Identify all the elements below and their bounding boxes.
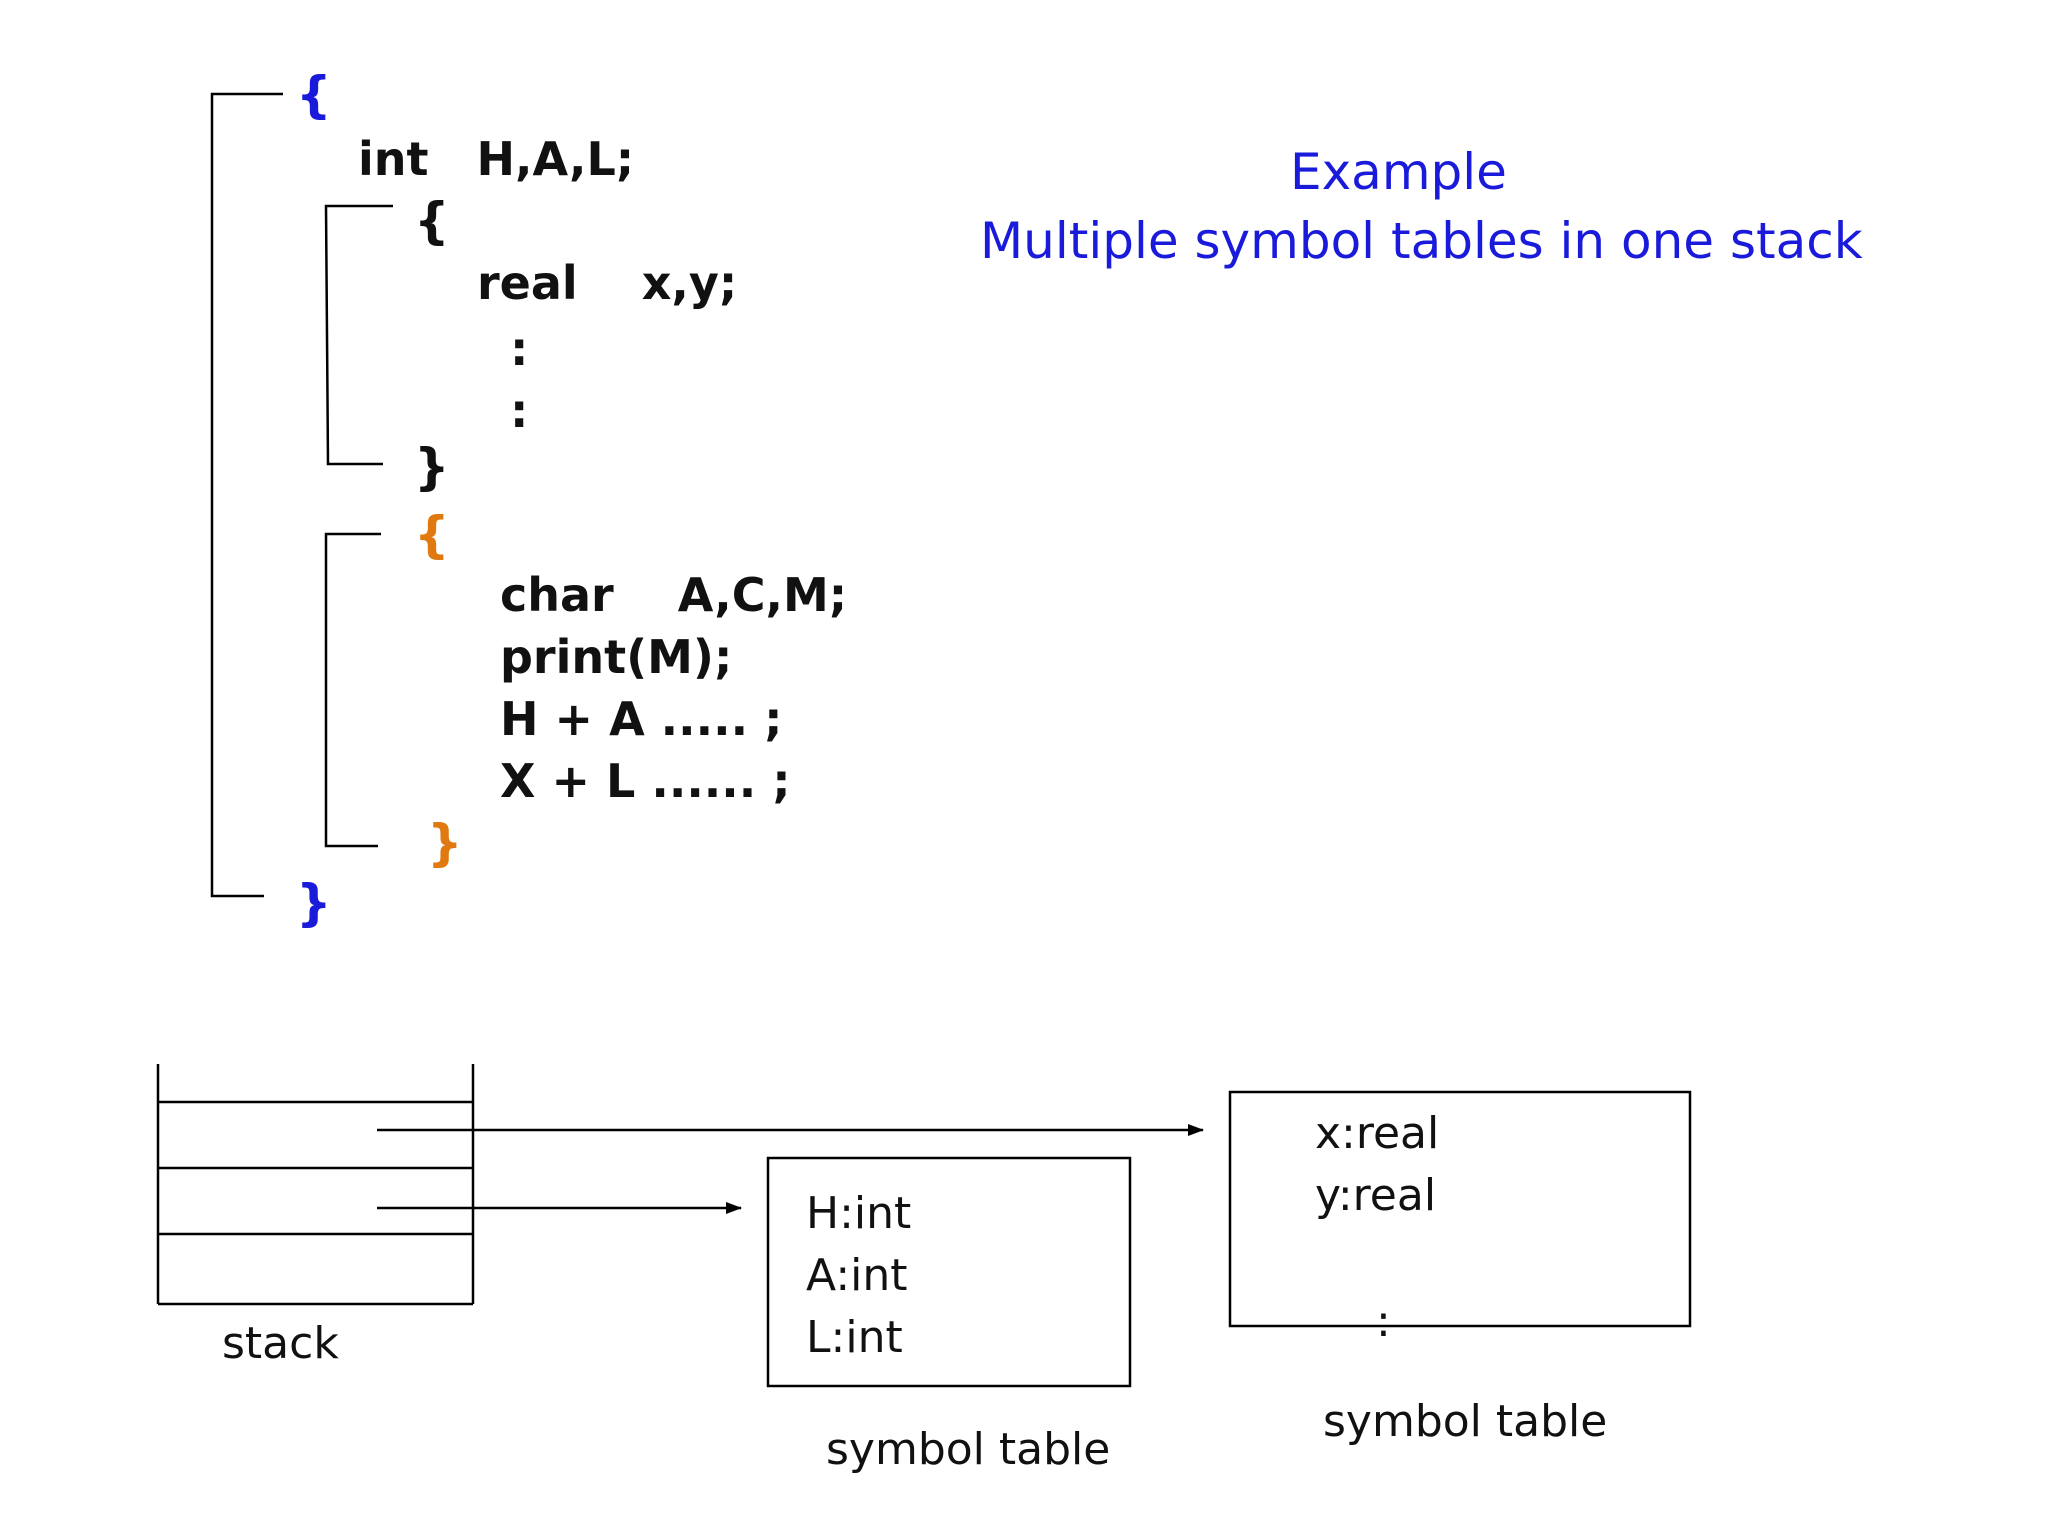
symbol-table-1-box xyxy=(766,1156,1132,1388)
outer-scope-bracket xyxy=(210,92,283,898)
code-line-xl: X + L ...... ; xyxy=(500,754,791,808)
inner-scope-bracket-2 xyxy=(324,532,381,848)
symbol-table-2-more: : xyxy=(1376,1296,1391,1347)
stack-drawing xyxy=(156,1064,475,1306)
code-dots-2: : xyxy=(510,384,529,438)
code-line-char: char A,C,M; xyxy=(500,568,848,622)
stack-label: stack xyxy=(222,1318,339,1369)
symbol-table-2-entry: y:real xyxy=(1315,1170,1437,1221)
title-subtitle: Multiple symbol tables in one stack xyxy=(980,212,1863,270)
symbol-table-2-label: symbol table xyxy=(1323,1396,1608,1447)
code-line-int: int H,A,L; xyxy=(358,132,635,186)
outer-close-brace: } xyxy=(296,874,332,932)
outer-open-brace: { xyxy=(296,66,332,124)
code-dots-1: : xyxy=(510,322,529,376)
inner-scope-bracket-1 xyxy=(324,204,393,466)
code-line-print: print(M); xyxy=(500,630,733,684)
symbol-table-1-entry: L:int xyxy=(806,1312,903,1363)
title-example: Example xyxy=(1290,143,1507,201)
symbol-table-1-label: symbol table xyxy=(826,1424,1111,1475)
code-line-real: real x,y; xyxy=(477,256,738,310)
inner2-open-brace: { xyxy=(414,506,450,564)
symbol-table-1-entry: H:int xyxy=(806,1188,912,1239)
code-line-ha: H + A ..... ; xyxy=(500,692,783,746)
inner2-close-brace: } xyxy=(427,814,463,872)
symbol-table-1-entry: A:int xyxy=(806,1250,908,1301)
inner1-close-brace: } xyxy=(414,438,450,496)
symbol-table-2-entry: x:real xyxy=(1315,1108,1440,1159)
symbol-table-2-box xyxy=(1228,1090,1692,1328)
inner1-open-brace: { xyxy=(414,192,450,250)
